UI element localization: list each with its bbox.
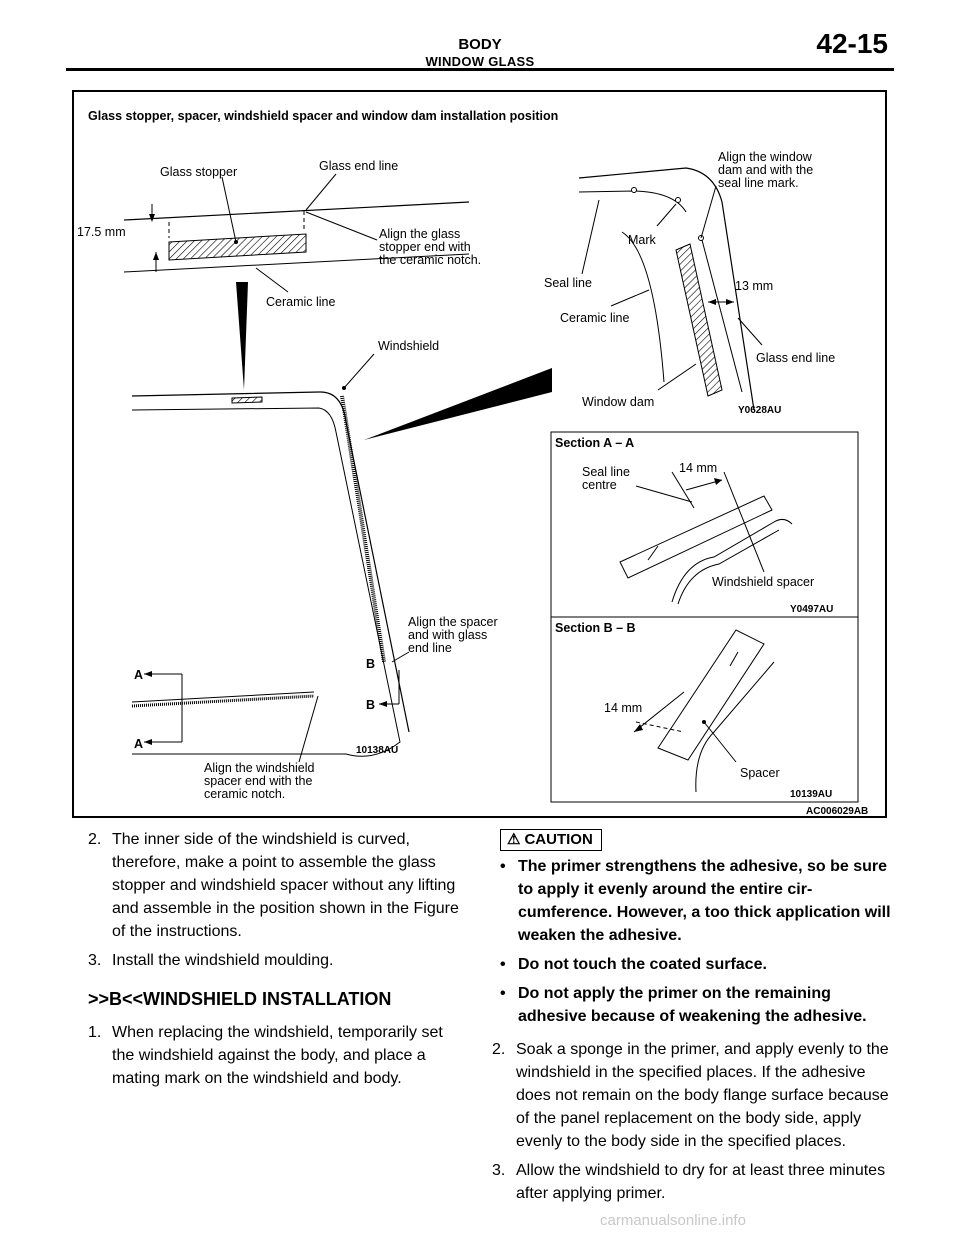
step-1: 1. When replacing the windshield, tempor… xyxy=(88,1021,460,1090)
label-windshield: Windshield xyxy=(378,339,439,353)
label-align-spacer-2: and with glass xyxy=(408,628,487,642)
caution-bullet-1-text: The primer strengthens the adhesive, so … xyxy=(518,858,891,944)
label-ceramic-line-2: Ceramic line xyxy=(560,311,630,325)
marker-a-bottom: A xyxy=(134,737,143,751)
right-column: ⚠CAUTION • The primer strengthens the ad… xyxy=(492,828,892,1211)
glass-stopper-detail: Glass stopper Glass end line 17.5 mm Ali… xyxy=(77,159,481,390)
label-window-dam: Window dam xyxy=(582,395,654,409)
step-3: 3. Install the windshield moulding. xyxy=(88,949,460,972)
step-3-right-number: 3. xyxy=(492,1162,506,1179)
label-seal-line: Seal line xyxy=(544,276,592,290)
label-glass-stopper: Glass stopper xyxy=(160,165,237,179)
section-a-panel: Section A – A Seal line centre 14 mm Win… xyxy=(550,431,859,618)
caution-label: CAUTION xyxy=(524,831,593,848)
label-align-ws-1: Align the windshield xyxy=(204,761,315,775)
code-10139au: 10139AU xyxy=(790,789,832,800)
label-align-ws-2: spacer end with the xyxy=(204,774,312,788)
code-10138au: 10138AU xyxy=(356,745,398,756)
label-align-spacer-1: Align the spacer xyxy=(408,615,498,629)
step-1-number: 1. xyxy=(88,1024,102,1041)
label-align-window-3: seal line mark. xyxy=(718,176,799,190)
bullet-icon: • xyxy=(500,985,506,1002)
marker-b-bottom: B xyxy=(366,698,375,712)
label-mark: Mark xyxy=(628,233,657,247)
header-subtitle: WINDOW GLASS xyxy=(425,54,535,69)
windshield-drawing: Windshield Align the spacer and with gla… xyxy=(131,339,498,801)
caution-bullet-3: • Do not apply the primer on the remaini… xyxy=(492,982,892,1028)
marker-b-top: B xyxy=(366,657,375,671)
label-align-spacer-3: end line xyxy=(408,641,452,655)
step-3-number: 3. xyxy=(88,952,102,969)
left-column: 2. The inner side of the windshield is c… xyxy=(88,828,460,1096)
step-2-text: The inner side of the windshield is curv… xyxy=(112,831,459,940)
step-2-number: 2. xyxy=(88,831,102,848)
step-3-right-text: Allow the windshield to dry for at least… xyxy=(516,1162,886,1202)
step-2-right-number: 2. xyxy=(492,1041,506,1058)
caution-bullet-3-text: Do not apply the primer on the remaining… xyxy=(518,985,867,1025)
step-2: 2. The inner side of the windshield is c… xyxy=(88,828,460,943)
label-align-glass-2: stopper end with xyxy=(379,240,471,254)
figure-drawing: Glass stopper, spacer, windshield spacer… xyxy=(77,109,868,817)
label-ceramic-line: Ceramic line xyxy=(266,295,336,309)
header-rule xyxy=(66,68,894,71)
code-ac006029ab: AC006029AB xyxy=(806,806,868,817)
bullet-icon: • xyxy=(500,956,506,973)
label-dim-13: 13 mm xyxy=(735,279,773,293)
footer-watermark: carmanualsonline.info xyxy=(600,1212,746,1229)
code-y0497au: Y0497AU xyxy=(790,604,833,615)
section-b-panel: Section B – B 14 mm Spacer 10139AU xyxy=(550,616,859,803)
label-windshield-spacer: Windshield spacer xyxy=(712,575,814,589)
label-align-window-1: Align the window xyxy=(718,150,813,164)
label-dim-175: 17.5 mm xyxy=(77,225,126,239)
step-1-text: When replacing the windshield, temporari… xyxy=(112,1024,443,1087)
caution-badge: ⚠CAUTION xyxy=(500,829,602,851)
section-heading: >>B<<WINDSHIELD INSTALLATION xyxy=(88,989,392,1009)
label-align-ws-3: ceramic notch. xyxy=(204,787,285,801)
section-a-title: Section A – A xyxy=(555,436,634,450)
label-glass-end-line-2: Glass end line xyxy=(756,351,835,365)
marker-a-top: A xyxy=(134,668,143,682)
label-align-window-2: dam and with the xyxy=(718,163,813,177)
label-glass-end-line: Glass end line xyxy=(319,159,398,173)
step-2-right-text: Soak a sponge in the primer, and apply e… xyxy=(516,1041,889,1150)
figure-caption: Glass stopper, spacer, windshield spacer… xyxy=(88,109,558,123)
label-dim-14b: 14 mm xyxy=(604,701,642,715)
label-seal-line-centre-1: Seal line xyxy=(582,465,630,479)
warning-icon: ⚠ xyxy=(507,831,521,848)
label-seal-line-centre-2: centre xyxy=(582,478,617,492)
step-3-text: Install the windshield moulding. xyxy=(112,952,334,969)
section-b-title: Section B – B xyxy=(555,621,636,635)
step-2-right: 2. Soak a sponge in the primer, and appl… xyxy=(492,1038,892,1153)
caution-bullet-1: • The primer strengthens the adhesive, s… xyxy=(492,855,892,947)
bullet-icon: • xyxy=(500,858,506,875)
step-3-right: 3. Allow the windshield to dry for at le… xyxy=(492,1159,892,1205)
caution-bullet-2: • Do not touch the coated surface. xyxy=(492,953,892,976)
caution-bullet-2-text: Do not touch the coated surface. xyxy=(518,956,767,973)
page-number: 42-15 xyxy=(816,28,888,59)
label-align-glass-3: the ceramic notch. xyxy=(379,253,481,267)
label-dim-14a: 14 mm xyxy=(679,461,717,475)
label-align-glass-1: Align the glass xyxy=(379,227,460,241)
label-spacer: Spacer xyxy=(740,766,780,780)
window-dam-detail: Align the window dam and with the seal l… xyxy=(364,150,835,440)
header-title: BODY xyxy=(458,36,502,53)
installation-figure: Glass stopper, spacer, windshield spacer… xyxy=(72,90,887,818)
code-y0628au: Y0628AU xyxy=(738,405,781,416)
